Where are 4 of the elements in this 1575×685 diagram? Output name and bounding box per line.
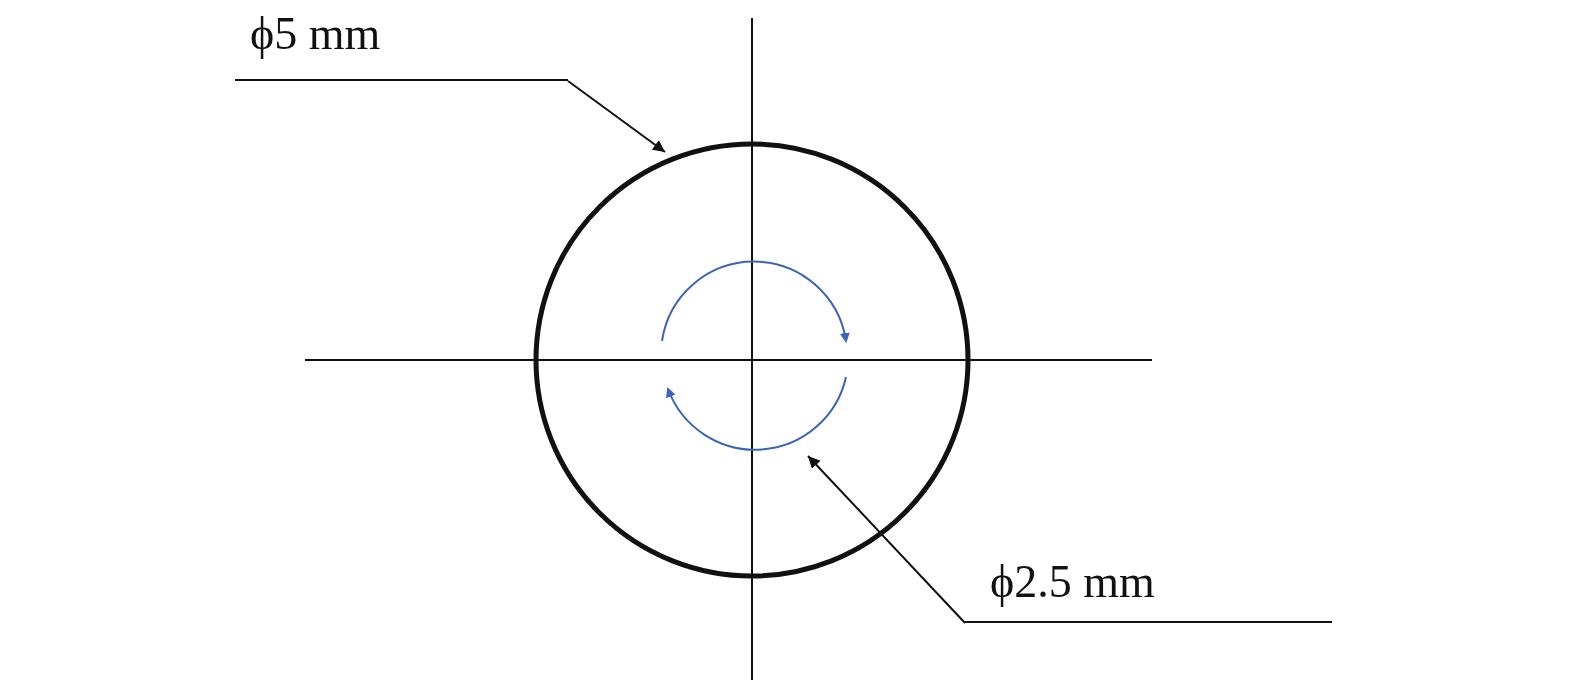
dimension-label: ϕ2.5 mm [990, 556, 1155, 608]
leader-line [807, 455, 966, 624]
dimension-label: ϕ5 mm [250, 8, 381, 60]
leader-line [567, 80, 666, 153]
